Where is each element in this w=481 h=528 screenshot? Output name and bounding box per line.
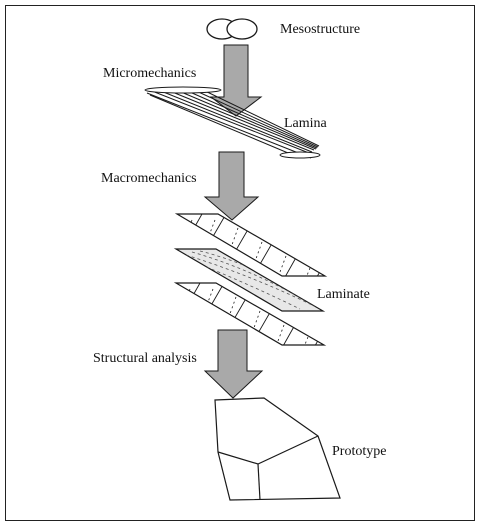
label-macromechanics: Macromechanics [101, 171, 197, 186]
label-lamina: Lamina [284, 116, 328, 131]
arrow-structural-analysis-icon [203, 329, 264, 399]
label-mesostructure: Mesostructure [280, 22, 360, 37]
label-micromechanics: Micromechanics [103, 66, 196, 81]
label-prototype: Prototype [332, 444, 386, 459]
arrow-micromechanics-icon [209, 44, 263, 117]
lamina-fiber-bundle-icon [144, 86, 321, 159]
label-structural-analysis: Structural analysis [93, 351, 197, 366]
arrow-macromechanics-icon [203, 151, 260, 221]
laminate-ply-bottom [173, 282, 327, 346]
figure-frame [5, 5, 475, 521]
mesostructure-fibers-icon [206, 18, 258, 40]
prototype-part-icon [214, 397, 341, 501]
label-laminate: Laminate [317, 287, 370, 302]
